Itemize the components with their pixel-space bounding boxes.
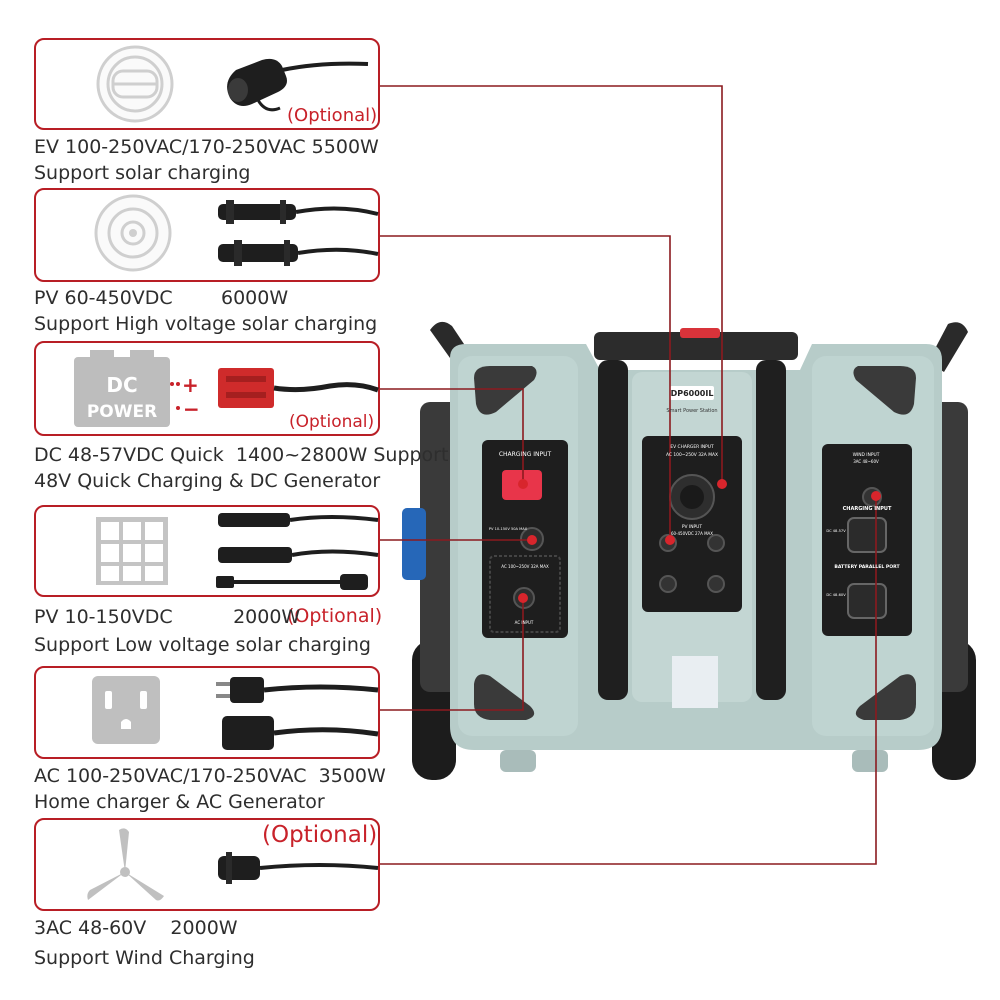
caption-ac-line1: AC 100-250VAC/170-250VAC 3500W [34,765,386,787]
right-panel-dc: DC 48-57V [826,529,846,533]
caption-wind-line1: 3AC 48-60V 2000W [34,917,238,939]
dc-power-icon: DC POWER + − [74,350,200,427]
brand-text: DP6000IL [671,389,714,398]
caption-wind-line2: Support Wind Charging [34,947,255,969]
caption-pv-hv-line1: PV 60-450VDC 6000W [34,287,289,309]
optional-tag-ev: (Optional) [287,105,378,126]
connector-lines [380,85,877,865]
ev-port-icon [96,45,174,123]
caption-ev-line1: EV 100-250VAC/170-250VAC 5500W [34,136,379,158]
caption-pv-lv-line2: Support Low voltage solar charging [34,634,371,656]
mc4-cable-icon [216,513,379,590]
caption-ev-line2: Support solar charging [34,162,251,184]
right-panel-parallel: BATTERY PARALLEL PORT [834,564,900,570]
optional-tag-wind: (Optional) [262,822,378,848]
caption-ac: AC 100-250VAC/170-250VAC 3500W Home char… [34,763,386,815]
caption-dc-line1: DC 48-57VDC Quick 1400~2800W Support [34,444,449,466]
svg-text:DC: DC [106,373,137,397]
caption-pv-lv: PV 10-150VDC 2000W Support Low voltage s… [34,604,371,656]
right-panel-charging: CHARGING INPUT [843,506,892,512]
optional-tag-pv-lv: (Optional) [287,605,383,627]
connector-dots [518,479,881,603]
svg-text:+: + [182,373,199,397]
device-labels: DP6000IL Smart Power Station CHARGING IN… [489,389,901,625]
left-panel-pv: PV 10-150V 50A MAX [489,527,528,531]
ac-input-card [34,666,380,759]
caption-wind: 3AC 48-60V 2000W Support Wind Charging [34,915,255,969]
svg-text:−: − [183,397,200,421]
right-panel-wind-spec: 3AC 48~60V [853,459,879,464]
right-panel-bat: DC 48-60V [826,593,846,597]
wind-turbine-icon [87,828,164,901]
solar-panel-icon [96,517,168,585]
right-panel-wind: WIND INPUT [853,452,880,458]
optional-tag-dc: (Optional) [289,412,375,432]
center-panel-pv: PV INPUT [682,524,702,530]
pv-port-icon [94,194,172,272]
caption-dc: DC 48-57VDC Quick 1400~2800W Support 48V… [34,442,448,494]
center-panel-title: EV CHARGER INPUT [670,444,714,450]
mc4-cable-icon [218,200,379,266]
ev-input-card [34,38,380,130]
caption-ev: EV 100-250VAC/170-250VAC 5500W Support s… [34,134,379,186]
power-station-device [402,321,976,780]
brand-sub-text: Smart Power Station [666,408,717,414]
caption-pv-hv: PV 60-450VDC 6000W Support High voltage … [34,285,377,337]
left-panel-title: CHARGING INPUT [499,451,552,458]
left-panel-ac: AC 100~250V 32A MAX [501,564,549,569]
caption-ac-line2: Home charger & AC Generator [34,791,325,813]
anderson-plug-icon [218,368,379,408]
left-panel-ac-port: AC INPUT [515,620,534,625]
ac-cord-icon [216,677,379,750]
wall-outlet-icon [92,676,160,744]
caption-pv-hv-line2: Support High voltage solar charging [34,313,378,335]
center-panel-pv-spec: 60-450VDC 27A MAX [671,531,713,536]
caption-dc-line2: 48V Quick Charging & DC Generator [34,470,381,492]
center-panel-spec: AC 100~250V 32A MAX [666,452,718,458]
svg-text:POWER: POWER [87,402,157,422]
pv-hv-input-card [34,188,380,282]
ev-charger-plug-icon [227,58,369,112]
wind-connector-icon [218,852,379,884]
caption-pv-lv-line1: PV 10-150VDC 2000W [34,606,301,628]
